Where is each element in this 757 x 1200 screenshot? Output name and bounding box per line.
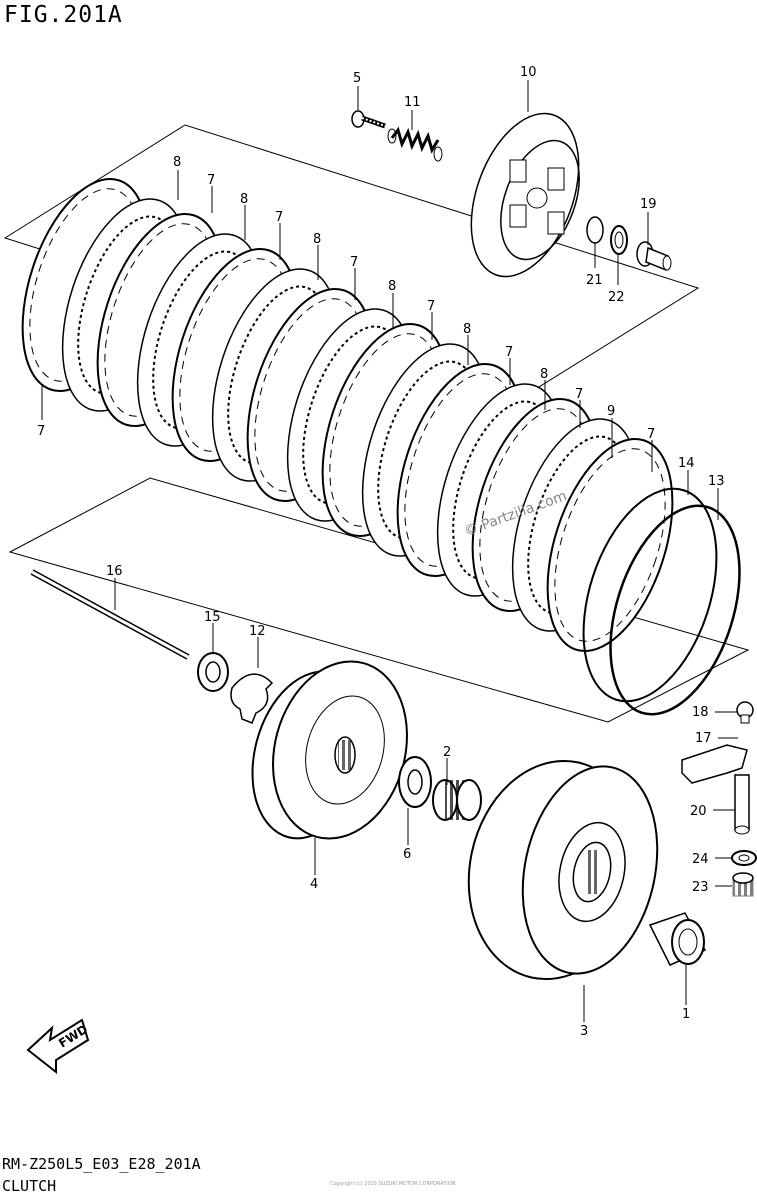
- callout-7: 7: [350, 255, 358, 270]
- spring-seat-ring: [609, 504, 741, 716]
- callout-15: 15: [204, 610, 221, 625]
- callout-7: 7: [505, 345, 513, 360]
- callout-8: 8: [173, 155, 181, 170]
- callout-22: 22: [608, 290, 625, 305]
- figure-title: FIG.201A: [4, 2, 123, 28]
- callout-3: 3: [580, 1024, 588, 1039]
- clutch-housing: [467, 759, 659, 981]
- footer-fineprint: Copyright (c) 2015 SUZUKI MOTOR CORPORAT…: [330, 1181, 456, 1187]
- clutch-hub-nut: [197, 652, 229, 692]
- callout-16: 16: [106, 564, 123, 579]
- release-arm: [681, 744, 748, 784]
- callout-7: 7: [647, 427, 655, 442]
- callout-21: 21: [586, 273, 603, 288]
- pressure-plate: [470, 112, 580, 278]
- callout-2: 2: [443, 745, 451, 760]
- callout-12: 12: [249, 624, 266, 639]
- callout-10: 10: [520, 65, 537, 80]
- callout-18: 18: [692, 705, 709, 720]
- release-bolt: [736, 701, 754, 724]
- callout-7: 7: [207, 173, 215, 188]
- callout-23: 23: [692, 880, 709, 895]
- lower-stack-frame: [8, 477, 750, 723]
- callout-17: 17: [695, 731, 712, 746]
- fwd-arrow-icon: FWD: [26, 1018, 90, 1075]
- thrust-bearing: [610, 225, 628, 255]
- lock-washer: [230, 673, 274, 724]
- callout-5: 5: [353, 71, 361, 86]
- model-code: RM-Z250L5_E03_E28_201A: [2, 1155, 201, 1173]
- callout-4: 4: [310, 877, 318, 892]
- push-piece: [636, 241, 672, 272]
- housing-spacer: [648, 912, 707, 966]
- clutch-spring-bolt: [351, 110, 386, 129]
- callout-13: 13: [708, 474, 725, 489]
- push-rod: [30, 569, 190, 660]
- callout-14: 14: [678, 456, 695, 471]
- spring-washer-ring: [582, 487, 718, 703]
- needle-bearing: [432, 779, 482, 821]
- plate-stack: [21, 178, 674, 652]
- callout-8: 8: [313, 232, 321, 247]
- clutch-sleeve-hub: [251, 660, 408, 840]
- callout-20: 20: [690, 804, 707, 819]
- release-shaft: [734, 774, 750, 835]
- callout-9: 9: [607, 404, 615, 419]
- thrust-washer: [586, 216, 604, 244]
- leader-lines: [41, 80, 738, 1022]
- drive-plate: [546, 438, 674, 652]
- oil-seal: [731, 850, 757, 866]
- callout-8: 8: [240, 192, 248, 207]
- release-bearing: [732, 872, 754, 897]
- callout-6: 6: [403, 847, 411, 862]
- callout-7: 7: [37, 424, 45, 439]
- callout-7: 7: [427, 299, 435, 314]
- section-name: CLUTCH: [2, 1177, 57, 1195]
- callout-labels: 5 11 10 19 21 22 8 7 8 7 8 7 8 7 8 7 8 7…: [37, 65, 725, 1039]
- callout-7: 7: [575, 387, 583, 402]
- clutch-spring: [387, 126, 443, 162]
- callout-7: 7: [275, 210, 283, 225]
- callout-8: 8: [463, 322, 471, 337]
- callout-8: 8: [388, 279, 396, 294]
- callout-19: 19: [640, 197, 657, 212]
- callout-24: 24: [692, 852, 709, 867]
- callout-1: 1: [682, 1007, 690, 1022]
- callout-8: 8: [540, 367, 548, 382]
- hub-thrust-washer: [398, 756, 432, 808]
- callout-11: 11: [404, 95, 421, 110]
